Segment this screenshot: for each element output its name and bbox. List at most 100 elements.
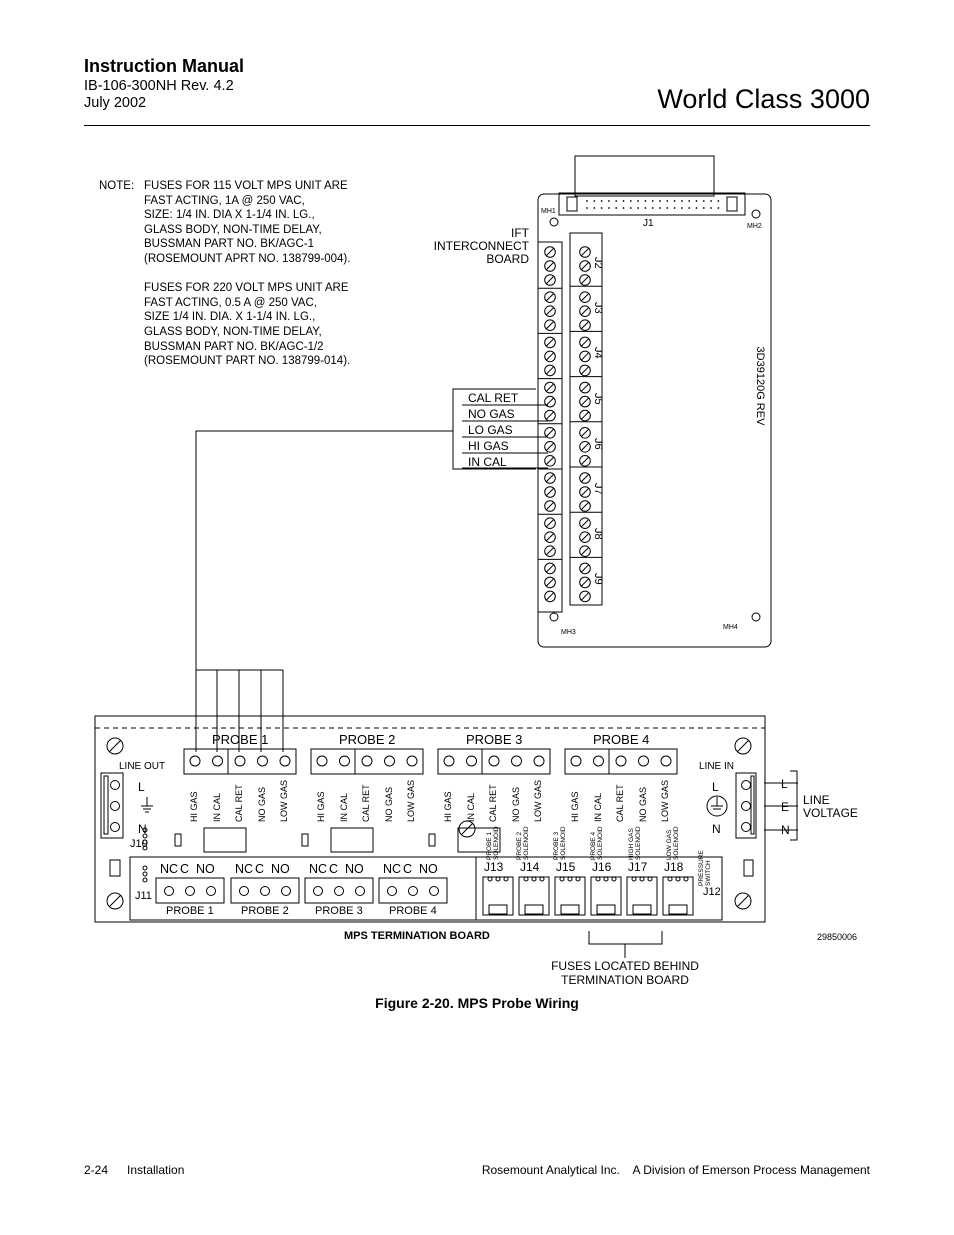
ift-right-screw [579,409,591,422]
solenoid-pin [647,876,653,882]
line-out-terminal [110,801,120,811]
solenoid-jack-label: J14 [520,860,540,874]
mh2-hole [751,209,761,219]
probe-terminal-label: NO GAS [256,786,267,822]
screw-slot [545,487,555,497]
doc-number: IB-106-300NH Rev. 4.2 [84,78,234,94]
ift-label-line: IFT [511,226,529,240]
relay-outline [457,827,501,853]
note-line: FAST ACTING, 1A @ 250 VAC, [144,194,305,207]
screw-slot [580,247,590,257]
ift-left-screw [544,455,556,467]
ift-left-screw [544,472,556,484]
line-in-terminal [741,780,751,790]
fuse-location-note: FUSES LOCATED BEHIND TERMINATION BOARD [540,959,710,987]
line-in-l: L [712,780,719,794]
ift-left-screw [544,319,556,332]
screw-slot [580,592,590,601]
probe-terminal-label: LOW GAS [279,779,289,822]
line-out-label: LINE OUT [119,761,166,772]
probe-terminal-label: LOW GAS [533,779,543,822]
probe-terminal [660,755,672,767]
j1-pin [644,200,647,202]
ift-left-screw [544,381,556,394]
screw-slot [580,501,590,511]
relay-probe-label: PROBE 3 [315,905,363,917]
solenoid-pin [539,876,545,882]
solenoid-jack-latch [524,904,544,915]
signal-list: CAL RET NO GAS LO GAS HI GAS IN CAL [468,390,518,470]
screw-slot [545,519,555,528]
j1-pin [673,200,676,202]
ift-part-number: 3D39120G REV [754,346,766,426]
solenoid-jack [590,876,622,916]
ift-right-screw [579,319,591,332]
ift-left-screw [544,291,556,304]
ift-left-screw [544,305,556,318]
probe-terminal-label: CAL RET [488,784,498,822]
fuse-outline [174,833,182,847]
solenoid-jack-latch [488,904,508,915]
ift-right-screw [579,305,591,318]
screw-slot [580,321,590,330]
j1-pin [666,207,669,209]
relay-term-label: C [329,862,339,876]
probe-terminal [488,755,500,767]
probe-cable [195,430,453,752]
probe-terminal-label: CAL RET [615,784,625,822]
relay-terminal [429,886,439,896]
ift-left-screw [544,441,556,453]
probe-terminal [466,755,477,767]
line-out-n: N [138,822,147,836]
j1-pin [688,207,691,209]
j1-pin [710,207,712,209]
screw-slot [545,275,555,285]
j1-pin [702,207,705,209]
footer-section: Installation [127,1163,185,1177]
screw-slot [580,275,590,285]
solenoid-label-line: PROBE 2 [516,831,523,860]
probe-group-label: PROBE 3 [466,732,523,747]
doc-date: July 2002 [84,95,147,111]
relay-term-label: NC [309,862,328,876]
note-line: GLASS BODY, NON-TIME DELAY, [144,325,322,338]
note-line: SIZE 1/4 IN. DIA. X 1-1/4 IN. LG., [144,311,316,324]
header-rule [84,125,870,126]
screw-slot [580,533,590,542]
screw-slot [737,895,749,907]
ift-right-screw [579,395,591,408]
ift-right-screw [579,381,591,394]
j1-pin [659,207,661,209]
probe-terminal [406,755,418,767]
probe-terminal-label: NO GAS [383,786,394,822]
solenoid-label-line: PROBE 3 [553,831,560,860]
solenoid-label-line: LOW GAS [666,829,673,860]
mh3-hole [549,612,559,622]
j11-label: J11 [135,890,152,902]
ift-left-screw [544,562,556,575]
line-voltage-text: LINE [803,793,830,807]
line-voltage-label: LINE VOLTAGE [803,794,858,820]
solenoid-label-line: SOLENOID [493,826,500,860]
solenoid-pin [667,876,673,882]
mh1-label: MH1 [541,208,556,215]
solenoid-label-line: PROBE 1 [486,831,493,860]
ift-right-screw [579,260,591,272]
j11-pin [142,877,148,883]
screw-slot [580,397,590,406]
j1-pin [593,207,596,209]
j10-pin [142,845,148,851]
note-label: NOTE: [99,180,135,192]
figure-caption: Figure 2-20. MPS Probe Wiring [375,995,579,1011]
note-line: FAST ACTING, 0.5 A @ 250 VAC, [144,296,317,309]
ift-left-screw [544,246,556,258]
relay-terminal [334,886,344,896]
j1-pin [622,207,625,209]
j10-label: J10 [130,838,148,850]
note-line: FUSES FOR 220 VOLT MPS UNIT ARE [144,282,349,295]
probe-terminal [339,755,350,767]
probe-terminal [443,755,455,767]
ift-right-screw [579,364,591,377]
relay-terminal [260,886,270,896]
